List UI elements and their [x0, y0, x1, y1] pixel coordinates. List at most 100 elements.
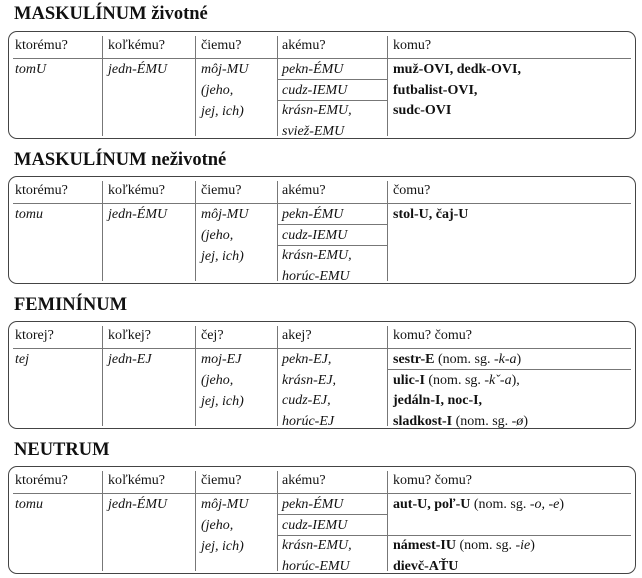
column-divider — [277, 471, 278, 571]
noun-form: jedáln-I, noc-I, — [393, 390, 482, 411]
nominative-ending: -k-a — [493, 352, 517, 367]
note-close: ) — [516, 352, 522, 367]
adjective-divider — [277, 224, 387, 225]
adjective-form: horúc-EJ — [282, 413, 335, 429]
column-header: čiemu? — [201, 473, 242, 488]
nominative-ending: -ie — [515, 538, 531, 553]
section-title: NEUTRUM — [14, 440, 110, 460]
possessive-form: (jeho, — [201, 518, 234, 533]
nominative-ending: -o, -e — [529, 497, 560, 512]
adjective-divider — [277, 100, 387, 101]
noun-ending: dievč-AŤU — [393, 558, 459, 574]
column-divider — [277, 326, 278, 426]
nominative-note: (nom. sg. — [424, 372, 485, 388]
column-divider — [195, 326, 196, 426]
noun-divider — [387, 535, 631, 536]
noun-ending: jedáln-I, noc-I, — [393, 393, 483, 408]
adjective-form: pekn-ÉMU — [282, 62, 344, 77]
nominative-note: (nom. sg. — [456, 538, 516, 553]
possessive-form: jej, ich) — [201, 104, 244, 119]
column-header: akému? — [282, 183, 326, 198]
numeral-form: jedn-ÉMU — [108, 207, 168, 222]
possessive-form: (jeho, — [201, 373, 234, 388]
column-divider — [387, 36, 388, 136]
column-divider — [387, 326, 388, 426]
column-header: koľkej? — [108, 328, 152, 343]
adjective-form: cudz-EJ, — [282, 393, 331, 408]
noun-ending: sestr-E — [393, 352, 435, 367]
column-header: ktorému? — [15, 183, 68, 198]
column-header: koľkému? — [108, 183, 166, 198]
column-divider — [102, 36, 103, 136]
numeral-form: jedn-ÉMU — [108, 62, 168, 77]
column-divider — [195, 471, 196, 571]
numeral-form: jedn-EJ — [108, 352, 152, 367]
demonstrative-form: tomU — [15, 62, 47, 77]
possessive-form: jej, ich) — [201, 249, 244, 264]
column-header: čej? — [201, 328, 224, 343]
demonstrative-form: tej — [15, 352, 29, 367]
column-header: koľkému? — [108, 473, 166, 488]
possessive-form: môj-MU — [201, 497, 249, 512]
adjective-form: cudz-IEMU — [282, 82, 348, 98]
column-header: čomu? — [393, 183, 431, 198]
column-header: ktorému? — [15, 473, 68, 488]
nominative-ending: -ø — [511, 413, 524, 429]
noun-ending: námest-IU — [393, 538, 456, 553]
nominative-ending: -kˇ-a — [484, 372, 512, 388]
noun-form: ulic-I (nom. sg. -kˇ-a), — [393, 370, 520, 391]
section-heading: MASKULÍNUM životné — [14, 4, 208, 24]
adjective-form: krásn-EMU, — [282, 538, 352, 553]
possessive-form: (jeho, — [201, 228, 234, 243]
section-heading: FEMINÍNUM — [14, 295, 127, 315]
adjective-form: pekn-EJ, — [282, 352, 332, 367]
noun-form: aut-U, poľ-U (nom. sg. -o, -e) — [393, 494, 564, 515]
section-title: MASKULÍNUM — [14, 4, 147, 24]
column-header: komu? čomu? — [393, 328, 472, 343]
noun-ending: sladkost-I — [393, 413, 453, 429]
column-header: čiemu? — [201, 38, 242, 53]
section-subtitle: neživotné — [151, 150, 227, 170]
header-divider — [13, 203, 631, 204]
adjective-form: sviež-EMU — [282, 123, 345, 139]
possessive-form: (jeho, — [201, 83, 234, 98]
note-close: ) — [523, 413, 528, 429]
column-divider — [277, 36, 278, 136]
noun-form: námest-IU (nom. sg. -ie) — [393, 535, 535, 556]
adjective-form: horúc-EMU — [282, 268, 350, 284]
possessive-form: jej, ich) — [201, 539, 244, 554]
column-divider — [387, 471, 388, 571]
column-header: akému? — [282, 38, 326, 53]
noun-form: dievč-AŤU — [393, 556, 459, 574]
section-title: FEMINÍNUM — [14, 295, 128, 315]
header-divider — [13, 493, 631, 494]
noun-ending: stol-U, čaj-U — [393, 207, 469, 222]
noun-divider — [387, 369, 631, 370]
section-subtitle: životné — [151, 4, 208, 24]
note-close: ), — [511, 372, 520, 388]
numeral-form: jedn-ÉMU — [108, 497, 168, 512]
adjective-form: krásn-EJ, — [282, 372, 337, 388]
note-close: ) — [559, 497, 565, 512]
column-header: komu? čomu? — [393, 473, 472, 488]
adjective-form: cudz-IEMU — [282, 517, 348, 533]
note-close: ) — [530, 538, 535, 553]
column-divider — [102, 471, 103, 571]
adjective-form: krásn-EMU, — [282, 248, 352, 263]
header-divider — [13, 348, 631, 349]
declension-table: ktorému?koľkému?čiemu?akému?komu? čomu?t… — [8, 466, 636, 574]
section-heading: NEUTRUM — [14, 440, 110, 460]
adjective-divider — [277, 79, 387, 80]
noun-form: stol-U, čaj-U — [393, 204, 468, 225]
adjective-form: krásn-EMU, — [282, 103, 352, 118]
column-divider — [102, 326, 103, 426]
possessive-form: moj-EJ — [201, 352, 242, 367]
section-title: MASKULÍNUM — [14, 150, 147, 170]
noun-ending: sudc-OVI — [393, 103, 452, 118]
possessive-form: môj-MU — [201, 207, 249, 222]
column-header: koľkému? — [108, 38, 166, 53]
noun-ending: ulic-I — [393, 372, 425, 388]
column-header: ktorej? — [15, 328, 54, 343]
